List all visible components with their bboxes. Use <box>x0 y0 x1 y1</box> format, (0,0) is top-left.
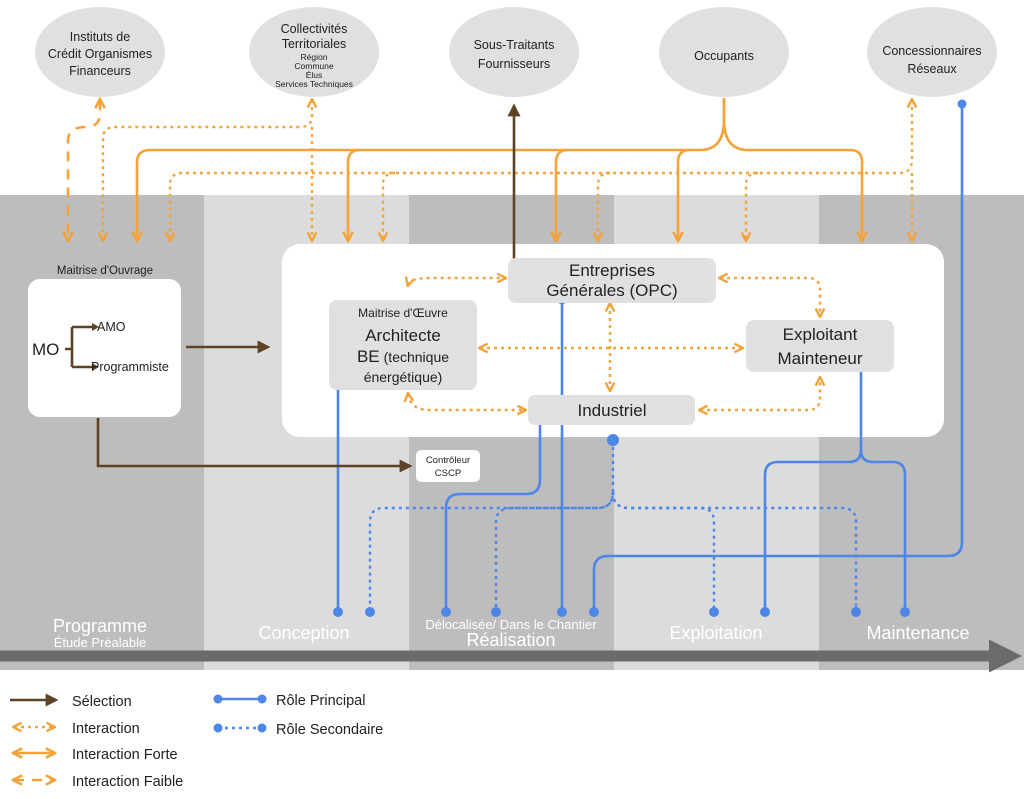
controleur-line2: CSCP <box>435 468 461 479</box>
exploitant-line2: Mainteneur <box>777 349 862 368</box>
legend-selection: Sélection <box>72 694 132 710</box>
moe-title: Maitrise d'Œuvre <box>358 306 448 320</box>
phase-delocalisee: Délocalisée/ Dans le Chantier <box>425 617 597 632</box>
actor-instituts-line3: Financeurs <box>69 64 131 78</box>
actor-instituts-line2: Crédit Organismes <box>48 47 152 61</box>
legend-interaction-faible: Interaction Faible <box>72 774 183 790</box>
maitrise-ouvrage-box <box>28 279 181 417</box>
legend: Sélection Interaction Interaction Forte … <box>10 693 383 790</box>
entreprises-line1: Entreprises <box>569 261 655 280</box>
box-industriel <box>528 395 695 425</box>
legend-interaction-forte: Interaction Forte <box>72 747 178 763</box>
actor-collectivites-sub4: Services Techniques <box>275 79 353 89</box>
actor-instituts <box>35 7 165 97</box>
legend-role-secondaire: Rôle Secondaire <box>276 722 383 738</box>
legend-role-principal: Rôle Principal <box>276 693 365 709</box>
amo-label: AMO <box>97 320 126 334</box>
phase-band-programme <box>0 195 204 670</box>
actor-concessionnaires-line2: Réseaux <box>907 62 957 76</box>
actor-collectivites-sub1: Région <box>301 52 328 62</box>
box-controleur <box>416 450 480 482</box>
box-maitrise-oeuvre <box>329 300 477 390</box>
exploitant-line1: Exploitant <box>783 325 858 344</box>
phase-programme-sub: Étude Préalable <box>54 635 147 650</box>
phase-realisation: Réalisation <box>466 630 555 650</box>
phase-programme: Programme <box>53 616 147 636</box>
actor-soustraitants-line2: Fournisseurs <box>478 57 550 71</box>
phase-conception: Conception <box>258 623 349 643</box>
mo-branch <box>65 325 92 369</box>
box-entreprises <box>508 258 716 303</box>
moe-be-suffix: (technique <box>384 349 450 365</box>
actor-instituts-line1: Instituts de <box>70 30 130 44</box>
interaction-faible-line <box>68 100 100 240</box>
phase-exploitation: Exploitation <box>669 623 762 643</box>
actor-concessionnaires <box>867 7 997 97</box>
actor-concessionnaires-line1: Concessionnaires <box>882 44 981 58</box>
moe-architecte: Architecte <box>365 326 441 345</box>
selection-mo-to-controleur <box>96 418 413 473</box>
programmiste-label: Programmiste <box>91 360 169 374</box>
actor-collectivites-sub2: Commune <box>294 61 333 71</box>
phase-maintenance: Maintenance <box>866 623 969 643</box>
mo-label: MO <box>32 340 59 359</box>
moe-energetique: énergétique) <box>364 369 443 385</box>
actor-occupants <box>659 7 789 97</box>
actor-collectivites-line2: Territoriales <box>282 37 347 51</box>
role-secondaire-lines <box>365 434 861 617</box>
maitrise-ouvrage-title: Maitrise d'Ouvrage <box>57 265 153 277</box>
industriel-label: Industriel <box>578 401 647 420</box>
actor-occupants-label: Occupants <box>694 49 754 63</box>
moe-be-line: BE(technique <box>357 347 449 366</box>
internal-interactions <box>408 278 820 410</box>
actor-collectivites-sub3: Élus <box>306 70 323 80</box>
entreprises-line2: Générales (OPC) <box>546 281 677 300</box>
moe-be: BE <box>357 347 380 366</box>
controleur-line1: Contrôleur <box>426 455 470 466</box>
box-exploitant <box>746 320 894 372</box>
actor-collectivites <box>249 7 379 97</box>
actor-soustraitants-line1: Sous-Traitants <box>474 38 555 52</box>
legend-interaction: Interaction <box>72 721 140 737</box>
actor-collectivites-line1: Collectivités <box>281 22 348 36</box>
actor-soustraitants <box>449 7 579 97</box>
role-principal-lines <box>333 99 967 617</box>
